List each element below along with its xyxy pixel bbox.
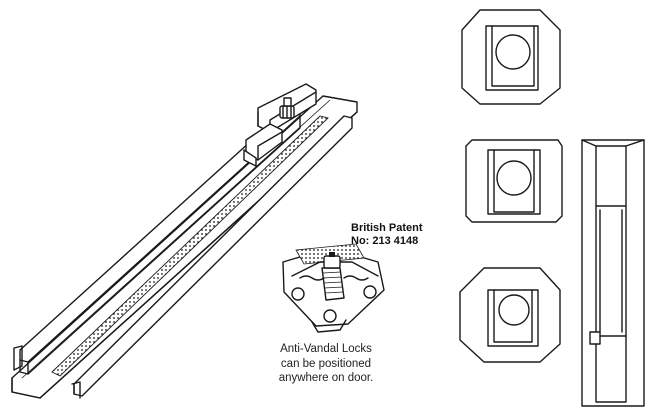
sliding-rail-illustration [11, 83, 358, 399]
lock-caption: Anti-Vandal Locks can be positioned anyw… [271, 342, 381, 386]
patent-label: British Patent No: 213 4148 [351, 222, 423, 248]
caption-line-1: Anti-Vandal Locks [280, 343, 372, 355]
patent-line-1: British Patent [351, 222, 423, 234]
caption-line-2: can be positioned [280, 357, 372, 370]
anti-vandal-lock-illustration [282, 243, 385, 333]
caption-line-3: anywhere on door. [278, 372, 374, 384]
patent-number: No: 213 4148 [351, 235, 419, 247]
door-cross-section-illustration [459, 9, 645, 407]
